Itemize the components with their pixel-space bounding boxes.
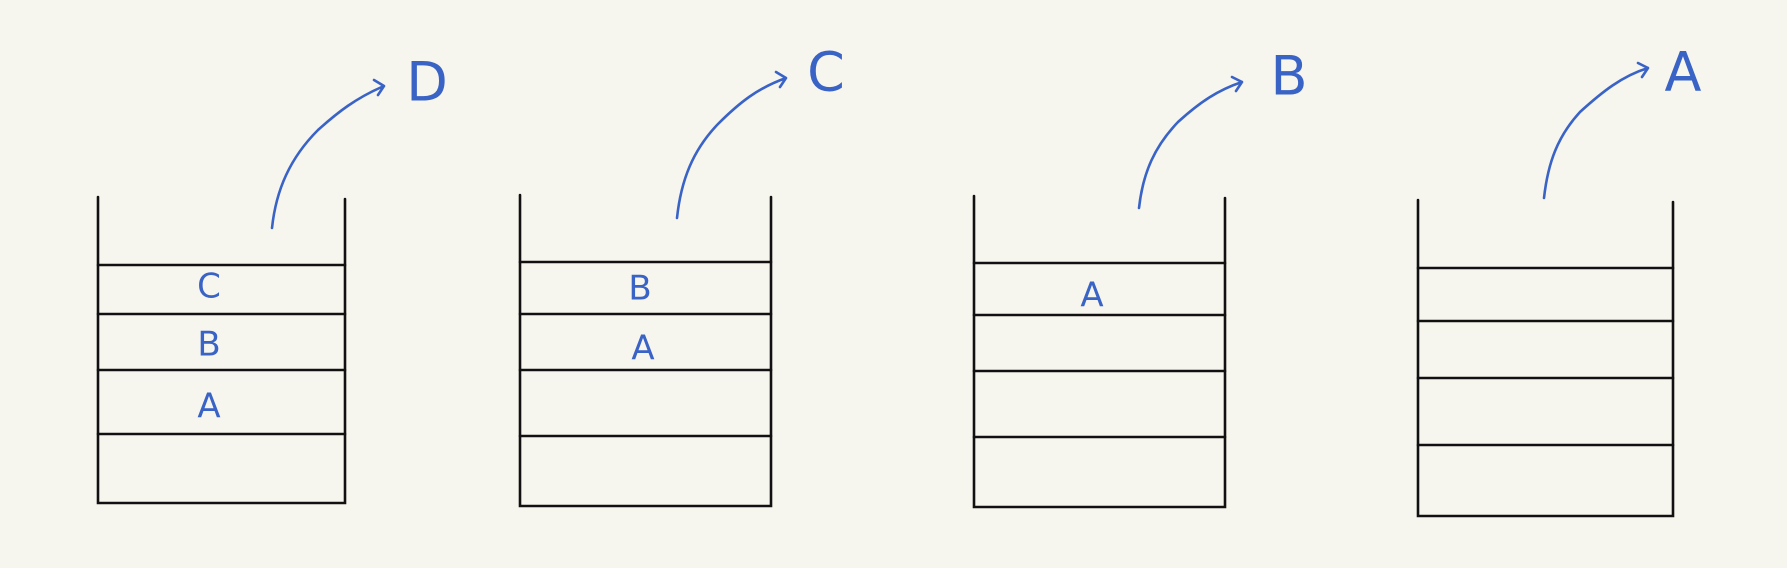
stack-3: A B — [972, 45, 1308, 509]
stack-3-popped-label: B — [1270, 45, 1307, 108]
stack-4-outline — [1416, 198, 1675, 518]
stack-2-pop-arrow — [675, 70, 788, 220]
stack-1-cell-2-label: B — [197, 325, 220, 365]
stack-4: A — [1416, 41, 1702, 518]
stack-1-cell-1-label: C — [197, 267, 221, 307]
stack-2-cell-1-label: B — [628, 269, 651, 309]
stack-3-cell-1-label: A — [1080, 276, 1103, 316]
stack-1: C B A D — [96, 51, 448, 505]
stack-1-pop-arrow — [270, 78, 386, 230]
stack-2-outline — [518, 193, 773, 508]
stack-2-popped-label: C — [807, 41, 845, 104]
stack-2: B A C — [518, 41, 845, 508]
stack-1-cell-3-label: A — [197, 387, 220, 427]
stack-3-outline — [972, 194, 1227, 509]
stack-4-pop-arrow — [1542, 61, 1650, 200]
stack-1-popped-label: D — [406, 51, 448, 114]
stack-3-pop-arrow — [1137, 75, 1244, 210]
stack-1-outline — [96, 195, 347, 505]
stack-4-popped-label: A — [1665, 41, 1702, 104]
stack-2-cell-2-label: A — [631, 329, 654, 369]
